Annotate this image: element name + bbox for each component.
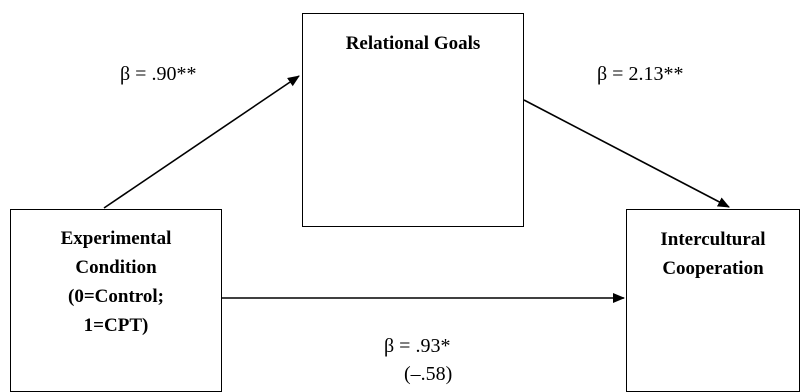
experimental-condition-line-3: (0=Control; [68, 286, 164, 307]
experimental-condition-line-4: 1=CPT) [83, 315, 149, 336]
intercultural-cooperation-box: Intercultural Cooperation [626, 209, 800, 392]
arrow-condition-to-goals [103, 75, 300, 209]
arrow-goals-to-cooperation [523, 99, 730, 208]
relational-goals-label: Relational Goals [345, 33, 481, 54]
path-b-coefficient: β = 2.13** [597, 63, 684, 85]
intercultural-cooperation-line-1: Intercultural [660, 229, 766, 250]
experimental-condition-box: Experimental Condition (0=Control; 1=CPT… [10, 209, 222, 392]
intercultural-cooperation-line-2: Cooperation [662, 258, 764, 279]
relational-goals-box: Relational Goals [302, 13, 524, 227]
path-c-prime-coefficient: (–.58) [404, 363, 453, 385]
experimental-condition-line-2: Condition [75, 257, 157, 278]
path-a-coefficient: β = .90** [120, 63, 197, 85]
experimental-condition-line-1: Experimental [60, 228, 172, 249]
path-c-coefficient: β = .93* [384, 335, 451, 357]
